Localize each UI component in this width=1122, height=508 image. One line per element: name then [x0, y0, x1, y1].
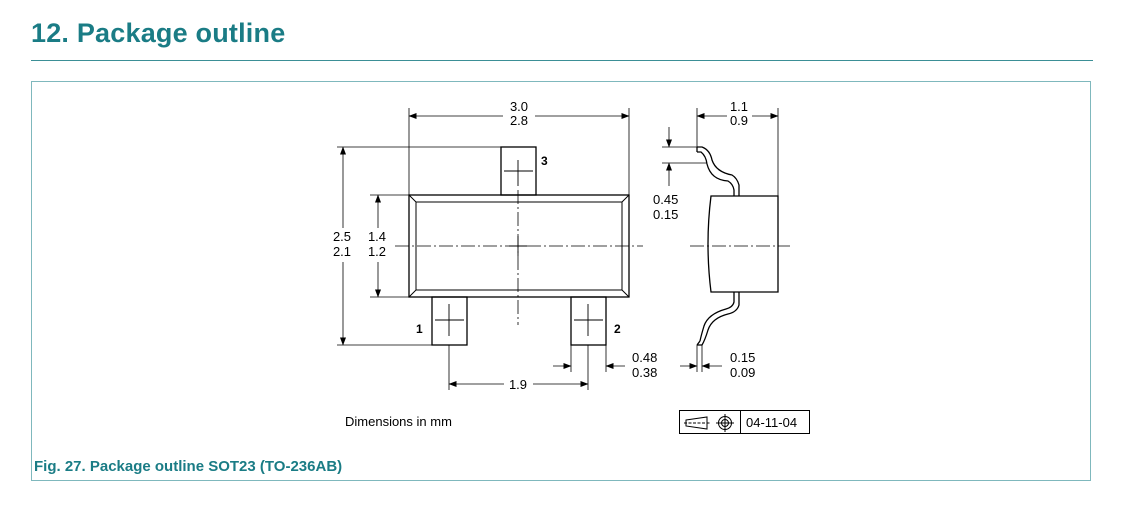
section-number: 12.: [31, 18, 70, 48]
dim-height-max: 2.5: [333, 229, 351, 244]
projection-symbol-box: 04-11-04: [679, 410, 810, 434]
crosshair-circle-icon: [716, 414, 734, 432]
section-title: 12. Package outline: [31, 18, 285, 49]
lead-1: [431, 296, 468, 346]
dim-lead-width-max: 0.48: [632, 350, 657, 365]
pin-3-label: 3: [541, 154, 548, 168]
dim-body-max: 1.4: [368, 229, 386, 244]
pin-2-label: 2: [614, 322, 621, 336]
side-body: [707, 195, 779, 293]
symbol-divider: [740, 411, 741, 433]
lead-upper: [697, 146, 740, 196]
dim-foot-max: 0.45: [653, 192, 678, 207]
top-view: [395, 146, 643, 346]
dim-width-min: 2.8: [510, 113, 528, 128]
section-heading: Package outline: [76, 18, 286, 48]
dim-foot-min: 0.15: [653, 207, 678, 222]
lead-lower: [697, 292, 740, 346]
projection-symbol-icon: [684, 416, 710, 430]
dim-body-min: 1.2: [368, 244, 386, 259]
lead-2: [570, 296, 607, 346]
issue-date: 04-11-04: [746, 415, 798, 430]
figure-caption: Fig. 27. Package outline SOT23 (TO-236AB…: [34, 458, 343, 475]
lead-3: [500, 146, 537, 196]
figure-frame: [31, 81, 1091, 481]
dim-width-max: 3.0: [510, 99, 528, 114]
dim-pitch: 1.9: [509, 377, 527, 392]
dim-lead-thickness-min: 0.09: [730, 365, 755, 380]
pin-1-label: 1: [416, 322, 423, 336]
dim-height-min: 2.1: [333, 244, 351, 259]
units-note: Dimensions in mm: [345, 414, 452, 429]
dim-thickness-min: 0.9: [730, 113, 748, 128]
dim-lead-width-min: 0.38: [632, 365, 657, 380]
dim-lead-thickness-max: 0.15: [730, 350, 755, 365]
side-view: [690, 146, 790, 346]
title-rule: [31, 60, 1093, 61]
dim-thickness-max: 1.1: [730, 99, 748, 114]
